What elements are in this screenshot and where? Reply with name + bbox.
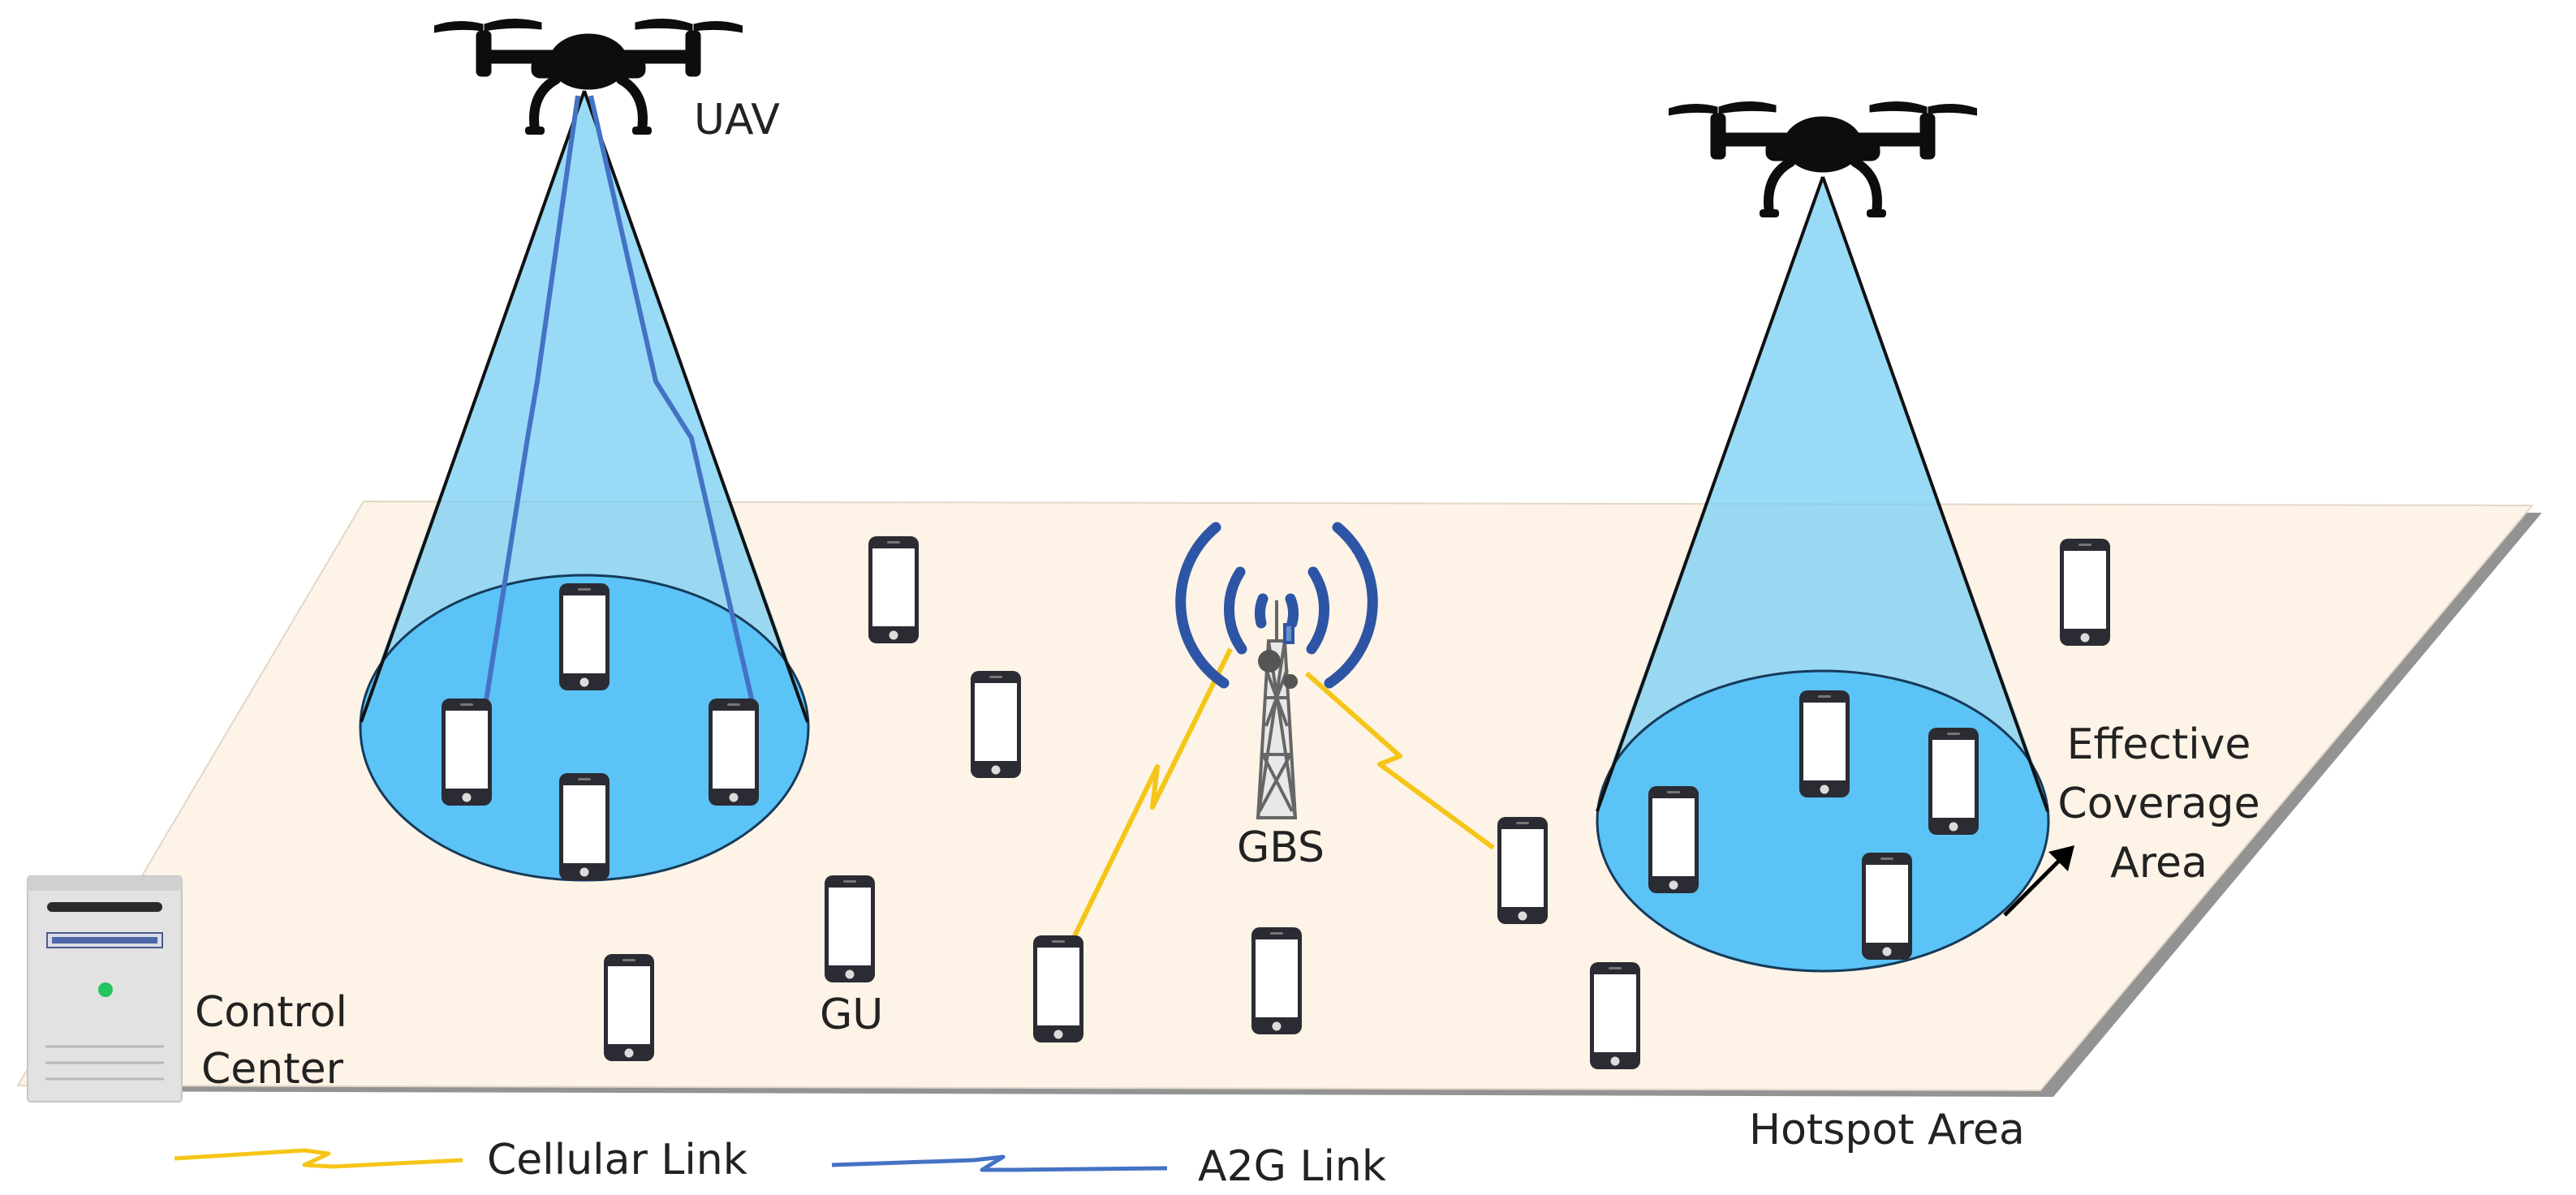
smartphone-icon [559, 773, 610, 880]
smartphone-icon [2060, 539, 2110, 646]
gbs-tower [1175, 522, 1378, 819]
smartphone-icon [971, 671, 1021, 778]
gbs-label: GBS [1237, 823, 1325, 872]
smartphone-icon [1928, 728, 1979, 835]
control-center-label-line2: Center [201, 1045, 344, 1094]
legend-a2g-link-symbol [831, 1154, 1168, 1172]
smartphone-icon [868, 536, 919, 643]
coverage-label-line1: Effective [2067, 720, 2251, 769]
smartphone-icon [1648, 786, 1699, 893]
a2g-link-2 [588, 95, 756, 707]
smartphone-icon [709, 699, 759, 806]
server-icon [27, 875, 183, 1103]
smartphone-icon [604, 954, 654, 1061]
cellular-link-1 [1069, 647, 1233, 944]
control-center-label-line1: Control [195, 988, 347, 1037]
coverage-label-line2: Coverage [2057, 780, 2259, 828]
coverage-label-line3: Area [2110, 839, 2208, 888]
smartphone-icon [559, 583, 610, 690]
arrow-icon [2003, 845, 2074, 917]
hotspot-area-label: Hotspot Area [1749, 1106, 2025, 1154]
smartphone-icon [825, 875, 875, 982]
cellular-link-2 [1305, 671, 1495, 850]
smartphone-icon [1497, 817, 1548, 924]
smartphone-icon [1799, 690, 1850, 797]
signal-arc-icon [1175, 522, 1378, 689]
gu-label: GU [820, 991, 883, 1039]
smartphone-icon [1251, 927, 1302, 1034]
legend-cellular-link-label: Cellular Link [487, 1136, 747, 1184]
legend-cellular-link-symbol [174, 1148, 463, 1169]
a2g-links [483, 95, 756, 707]
smartphone-icon [442, 699, 492, 806]
smartphone-icon [1033, 935, 1083, 1042]
legend: Cellular Link A2G Link [174, 1136, 1386, 1191]
cellular-links [1069, 647, 1495, 944]
uav-label: UAV [694, 96, 780, 144]
legend-a2g-link-label: A2G Link [1198, 1142, 1386, 1191]
smartphone-icon [1590, 962, 1640, 1069]
smartphone-icon [1862, 853, 1912, 960]
a2g-link-1 [483, 95, 580, 707]
